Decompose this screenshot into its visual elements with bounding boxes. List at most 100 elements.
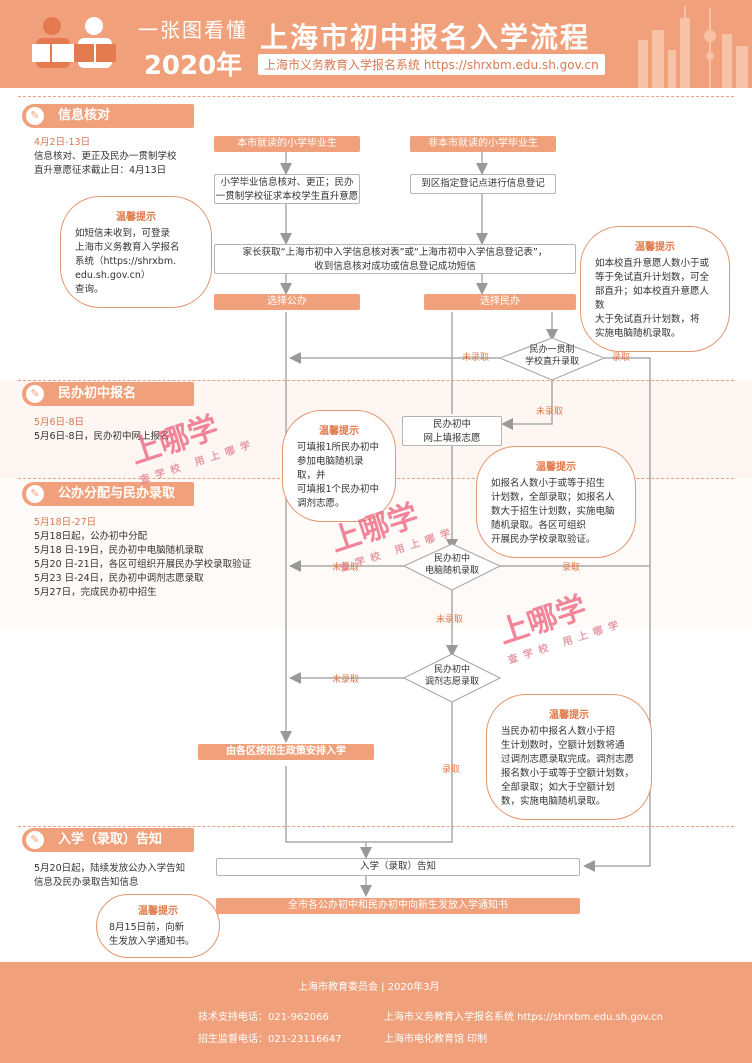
tip-line: 大于免试直升计划数，将	[595, 314, 700, 325]
section-label: 入学（录取）告知	[58, 832, 163, 847]
side-notes-verify: 4月2日-13日 信息核对、更正及民办一贯制学校 直升意愿征求截止日：4月13日	[34, 136, 177, 178]
system-url-badge: 上海市义务教育入学报名系统 https://shrxbm.edu.sh.gov.…	[258, 54, 605, 75]
node-line: 网上填报志愿	[423, 433, 481, 444]
not-admitted-label: 未录取	[332, 563, 360, 573]
date-range: 5月6日-8日	[34, 417, 85, 428]
footer-print: 上海市电化教育馆 印制	[384, 1034, 488, 1045]
footer: 上海市教育委员会 | 2020年3月 技术支持电话：021-962066 招生监…	[0, 962, 752, 1063]
tip-line: 查询。	[75, 284, 104, 295]
header-subtitle: 一张图看懂 2020年	[138, 14, 248, 82]
divider	[18, 96, 734, 97]
tip-cloud-sms: 温馨提示 如短信未收到，可登录 上海市义务教育入学报名 系统（https://s…	[60, 196, 212, 308]
date-range: 4月2日-13日	[34, 137, 91, 148]
side-notes-private-apply: 5月6日-8日 5月6日-8日，民办初中网上报名	[34, 416, 170, 444]
note-line: 5月6日-8日，民办初中网上报名	[34, 431, 170, 442]
tip-line: 如本校直升意愿人数小于或	[595, 258, 710, 269]
section-label: 公办分配与民办录取	[58, 486, 176, 501]
tip-title: 温馨提示	[138, 906, 178, 917]
tip-line: 8月15日前，向新	[109, 922, 185, 933]
tip-line: 全部录取；如大于空额计划	[501, 782, 616, 793]
tip-title: 温馨提示	[635, 242, 675, 253]
footer-tech-phone: 技术支持电话：021-962066	[198, 1012, 329, 1023]
tip-line: 过调剂志愿录取完成。调剂志愿	[501, 754, 635, 765]
tip-line: 数，实施电脑随机录取。	[501, 796, 606, 807]
node-line: 调剂志愿录取	[424, 677, 479, 687]
tip-line: 可填报1个民办初中	[297, 484, 380, 495]
tip-line: 生发放入学通知书。	[109, 936, 195, 947]
section-heading-verify: ✎ 信息核对	[22, 104, 194, 128]
local-students-node: 本市就读的小学毕业生	[214, 136, 360, 152]
tip-line: 等于免试直升计划数，可全	[595, 272, 710, 283]
skyline-icon	[638, 6, 748, 88]
admitted-label: 录取	[442, 765, 461, 775]
students-icon	[32, 17, 116, 68]
subtitle-line2: 2020年	[143, 51, 243, 81]
tip-line: 如短信未收到，可登录	[75, 228, 171, 239]
tip-cloud-apply: 温馨提示 可填报1所民办初中 参加电脑随机录取，并 可填报1个民办初中 调剂志愿…	[282, 410, 396, 522]
tip-line: 开展民办学校录取验证。	[491, 534, 596, 545]
edit-icon: ✎	[26, 385, 44, 403]
choose-public-node: 选择公办	[214, 294, 360, 310]
subtitle-line1: 一张图看懂	[138, 18, 248, 42]
tip-line: 报名数小于或等于空额计划数，	[501, 768, 635, 779]
verify-node: 小学毕业信息核对、更正；民办 一贯制学校征求本校学生直升意愿	[214, 174, 360, 204]
adjust-decision: 民办初中 调剂志愿录取	[414, 664, 490, 692]
direct-admission-decision: 民办一贯制 学校直升录取	[516, 344, 588, 372]
choose-private-node: 选择民办	[424, 294, 576, 310]
note-line: 5月23 日-24日，民办初中调剂志愿录取	[34, 573, 204, 584]
node-line: 电脑随机录取	[424, 566, 479, 576]
admitted-label: 录取	[562, 563, 581, 573]
tip-line: 计划数，全部录取；如报名人	[491, 492, 615, 503]
notice-node: 全市各公办初中和民办初中向新生发放入学通知书	[216, 898, 580, 914]
section-heading-allocation: ✎ 公办分配与民办录取	[22, 482, 194, 506]
node-line: 收到信息核对成功或信息登记成功短信	[314, 261, 476, 272]
node-line: 民办初中	[433, 554, 470, 564]
tip-line: 系统（https://shrxbm.	[75, 256, 177, 267]
lottery-decision: 民办初中 电脑随机录取	[414, 553, 490, 581]
tip-cloud-lottery: 温馨提示 如报名人数小于或等于招生 计划数，全部录取；如报名人 数大于招生计划数…	[476, 446, 636, 558]
tip-title: 温馨提示	[116, 212, 156, 223]
node-line: 一贯制学校征求本校学生直升意愿	[215, 191, 359, 202]
note-line: 5月27日，完成民办初中招生	[34, 587, 157, 598]
tip-line: 参加电脑随机录取，并	[297, 456, 364, 481]
tip-line: 当民办初中报名人数小于招	[501, 726, 616, 737]
not-admitted-label: 未录取	[462, 353, 490, 363]
date-range: 5月18日-27日	[34, 517, 97, 528]
divider	[18, 826, 734, 827]
tip-line: 随机录取。各区可组织	[491, 520, 587, 531]
district-allocation-node: 由各区按招生政策安排入学	[198, 744, 374, 760]
not-admitted-label: 未录取	[536, 407, 564, 417]
tip-title: 温馨提示	[536, 462, 576, 473]
online-apply-node: 民办初中 网上填报志愿	[402, 416, 502, 446]
divider	[18, 380, 734, 381]
section-heading-private-apply: ✎ 民办初中报名	[22, 382, 194, 406]
tip-line: 如报名人数小于或等于招生	[491, 478, 606, 489]
tip-line: 调剂志愿。	[297, 498, 345, 509]
tip-title: 温馨提示	[549, 710, 589, 721]
parent-sms-node: 家长获取“上海市初中入学信息核对表”或“上海市初中入学信息登记表”， 收到信息核…	[214, 244, 576, 274]
node-line: 民办初中	[432, 419, 471, 430]
tip-cloud-adjust: 温馨提示 当民办初中报名人数小于招 生计划数时，空额计划数将通 过调剂志愿录取完…	[486, 694, 652, 820]
footer-system: 上海市义务教育入学报名系统 https://shrxbm.edu.sh.gov.…	[384, 1012, 663, 1023]
tip-line: 实施电脑随机录取。	[595, 328, 681, 339]
tip-line: 数大于招生计划数，实施电脑	[491, 506, 615, 517]
section-label: 信息核对	[58, 108, 111, 123]
tip-line: edu.sh.gov.cn）	[75, 270, 151, 281]
tip-line: 可填报1所民办初中	[297, 442, 380, 453]
page-title: 上海市初中报名入学流程	[260, 21, 591, 54]
note-line: 5月18日起，公办初中分配	[34, 531, 148, 542]
note-line: 5月20日起，陆续发放公办入学告知	[34, 863, 186, 874]
node-line: 小学毕业信息核对、更正；民办	[220, 177, 354, 188]
edit-icon: ✎	[26, 485, 44, 503]
note-line: 信息及民办录取告知信息	[34, 877, 139, 888]
section-heading-notify: ✎ 入学（录取）告知	[22, 828, 194, 852]
edit-icon: ✎	[26, 107, 44, 125]
side-notes-allocation: 5月18日-27日 5月18日起，公办初中分配 5月18 日-19日，民办初中电…	[34, 516, 251, 600]
header-banner: 一张图看懂 2020年 上海市初中报名入学流程 上海市义务教育入学报名系统 ht…	[0, 0, 752, 88]
admitted-label: 录取	[612, 353, 631, 363]
note-line: 信息核对、更正及民办一贯制学校	[34, 151, 177, 162]
not-admitted-label: 未录取	[332, 675, 360, 685]
node-line: 民办一贯制	[529, 345, 575, 355]
tip-cloud-notice: 温馨提示 8月15日前，向新 生发放入学通知书。	[96, 894, 220, 958]
